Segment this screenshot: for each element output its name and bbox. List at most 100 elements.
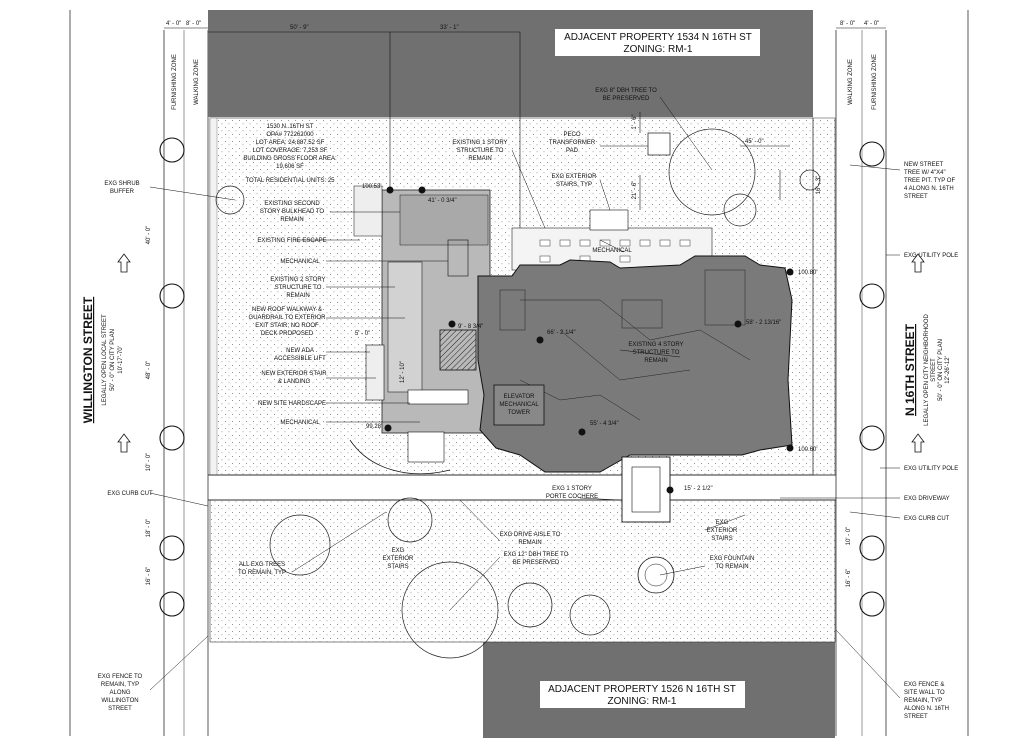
svg-text:TREE PIT. TYP OF: TREE PIT. TYP OF [904, 178, 955, 184]
dim-5: 5' - 0" [355, 331, 370, 337]
dim-21-6: 21' - 6" [632, 181, 638, 200]
svg-text:STAIRS: STAIRS [387, 564, 408, 570]
dim-top-a: 50' - 9" [290, 25, 309, 31]
svg-text:REMAIN: REMAIN [280, 217, 303, 223]
svg-text:EXG: EXG [716, 520, 729, 526]
svg-text:STAIRS, TYP: STAIRS, TYP [556, 182, 592, 188]
east-walking-zone: WALKING ZONE [848, 59, 854, 105]
street-trees [159, 137, 885, 617]
svg-text:1530 N. 16TH ST: 1530 N. 16TH ST [267, 124, 314, 130]
svg-text:19,606 SF: 19,606 SF [276, 164, 304, 170]
dim-1-6: 1' - 6" [632, 114, 638, 129]
svg-text:ACCESSIBLE LIFT: ACCESSIBLE LIFT [274, 356, 326, 362]
east-street-name: N 16TH STREET [903, 323, 917, 416]
east-street-l2: STREET [931, 358, 937, 382]
svg-text:REMAIN: REMAIN [286, 293, 309, 299]
svg-text:EXISTING 4 STORY: EXISTING 4 STORY [628, 342, 683, 348]
peco-pad [647, 132, 671, 156]
svg-text:MECHANICAL: MECHANICAL [592, 248, 632, 254]
svg-text:BE PRESERVED: BE PRESERVED [513, 560, 560, 566]
svg-text:EXG 8" DBH TREE TO: EXG 8" DBH TREE TO [595, 88, 657, 94]
svg-text:EXG CURB CUT: EXG CURB CUT [904, 516, 950, 522]
svg-text:REMAIN: REMAIN [644, 358, 667, 364]
svg-text:REMAIN, TYP: REMAIN, TYP [904, 698, 942, 704]
svg-text:STORY BULKHEAD TO: STORY BULKHEAD TO [260, 209, 324, 215]
svg-text:EXG 12" DBH TREE TO: EXG 12" DBH TREE TO [504, 552, 569, 558]
dim-12-10: 12' - 10" [400, 361, 406, 383]
svg-text:OPA# 772262000: OPA# 772262000 [266, 132, 314, 138]
svg-text:NEW SITE HARDSCAPE: NEW SITE HARDSCAPE [258, 401, 326, 407]
adj-south-line2: ZONING: RM-1 [608, 696, 677, 707]
svg-text:TOTAL RESIDENTIAL UNITS: 25: TOTAL RESIDENTIAL UNITS: 25 [245, 178, 335, 184]
svg-text:EXISTING 2 STORY: EXISTING 2 STORY [270, 277, 325, 283]
dim-top-e1: 8' - 0" [840, 21, 855, 27]
site-info-block: 1530 N. 16TH ST OPA# 772262000 LOT AREA:… [243, 124, 337, 184]
svg-text:NEW ROOF WALKWAY &: NEW ROOF WALKWAY & [252, 307, 322, 313]
elevation-markers [384, 186, 794, 494]
dim-41: 41' - 0 3/4" [428, 198, 457, 204]
curved-ramp [349, 439, 451, 475]
svg-text:WILLINGTON: WILLINGTON [101, 698, 138, 704]
dimension-lines [164, 27, 886, 228]
spot-elev-4: 100.60' [798, 447, 818, 453]
svg-text:PORTE COCHERE: PORTE COCHERE [546, 494, 598, 500]
dim-top-w2: 8' - 0" [186, 21, 201, 27]
svg-text:EXISTING 1 STORY: EXISTING 1 STORY [452, 140, 507, 146]
adj-north-label-box [555, 29, 760, 56]
svg-text:EXG FENCE TO: EXG FENCE TO [98, 674, 143, 680]
mechanical-units [539, 239, 691, 263]
svg-text:REMAIN: REMAIN [518, 540, 541, 546]
east-street-l1: LEGALLY OPEN CITY NEIGHBORHOOD [924, 313, 930, 425]
svg-text:EXG DRIVE AISLE TO: EXG DRIVE AISLE TO [500, 532, 561, 538]
west-street-l2: 50' - 0" ON CITY PLAN [110, 329, 116, 391]
east-street-l4: 12'-26'-12' [945, 356, 951, 383]
dim-top-e2: 4' - 0" [864, 21, 879, 27]
svg-text:ALL EXG TREES: ALL EXG TREES [239, 562, 285, 568]
dim-15: 15' - 2 1/2" [684, 486, 713, 492]
svg-text:EXG 1 STORY: EXG 1 STORY [552, 486, 592, 492]
elevator-tower [493, 384, 545, 426]
svg-text:PAD: PAD [566, 148, 579, 154]
dim-55: 55' - 4 3/4" [590, 421, 619, 427]
svg-text:ALONG: ALONG [109, 690, 130, 696]
adj-north-line1: ADJACENT PROPERTY 1534 N 16TH ST [564, 32, 752, 43]
large-trees [215, 128, 821, 659]
svg-text:MECHANICAL: MECHANICAL [280, 420, 320, 426]
exterior-stairs-north [589, 209, 629, 231]
svg-text:REMAIN: REMAIN [468, 156, 491, 162]
leader-lines [149, 96, 901, 699]
svg-text:NEW ADA: NEW ADA [286, 348, 314, 354]
west-street-name: WILLINGTON STREET [81, 296, 95, 423]
dim-w-48: 48' - 0" [146, 361, 152, 380]
dim-45: 45' - 0" [745, 139, 764, 145]
svg-text:SITE WALL TO: SITE WALL TO [904, 690, 945, 696]
svg-text:EXG FOUNTAIN: EXG FOUNTAIN [710, 556, 755, 562]
east-furnishing-zone: FURNISHING ZONE [872, 54, 878, 110]
svg-text:STREET: STREET [904, 194, 928, 200]
east-street-l3: 50' - 0" ON CITY PLAN [938, 339, 944, 401]
svg-text:LOT AREA: 24,887.52 SF: LOT AREA: 24,887.52 SF [256, 140, 325, 146]
dim-w-18: 18' - 0" [146, 519, 152, 538]
west-walking-zone: WALKING ZONE [194, 59, 200, 105]
svg-text:MECHANICAL: MECHANICAL [499, 402, 539, 408]
adj-north-line2: ZONING: RM-1 [624, 44, 693, 55]
adj-south-label-box [540, 681, 745, 708]
svg-text:ALONG N. 16TH: ALONG N. 16TH [904, 706, 949, 712]
svg-text:EXISTING FIRE ESCAPE: EXISTING FIRE ESCAPE [257, 238, 326, 244]
adj-south-line1: ADJACENT PROPERTY 1526 N 16TH ST [548, 684, 736, 695]
left-labels: EXG SHRUB BUFFER EXISTING SECOND STORY B… [98, 181, 414, 712]
svg-text:BUILDING GROSS FLOOR AREA:: BUILDING GROSS FLOOR AREA: [243, 156, 337, 162]
west-furnishing-zone: FURNISHING ZONE [172, 54, 178, 110]
svg-text:BE PRESERVED: BE PRESERVED [603, 96, 650, 102]
svg-text:REMAIN, TYP: REMAIN, TYP [101, 682, 139, 688]
svg-text:MECHANICAL: MECHANICAL [280, 259, 320, 265]
svg-text:EXTERIOR: EXTERIOR [383, 556, 414, 562]
right-labels: NEW STREET TREE W/ 4"X4" TREE PIT. TYP O… [904, 162, 958, 720]
dim-16-3: 16' - 3" [816, 176, 822, 195]
svg-text:TOWER: TOWER [508, 410, 531, 416]
dim-9: 9' - 8 3/4" [458, 324, 483, 330]
dim-58: 58' - 2 13/16" [746, 320, 781, 326]
svg-text:EXIT STAIR, NO ROOF: EXIT STAIR, NO ROOF [255, 323, 319, 329]
svg-text:STREET: STREET [904, 714, 928, 720]
